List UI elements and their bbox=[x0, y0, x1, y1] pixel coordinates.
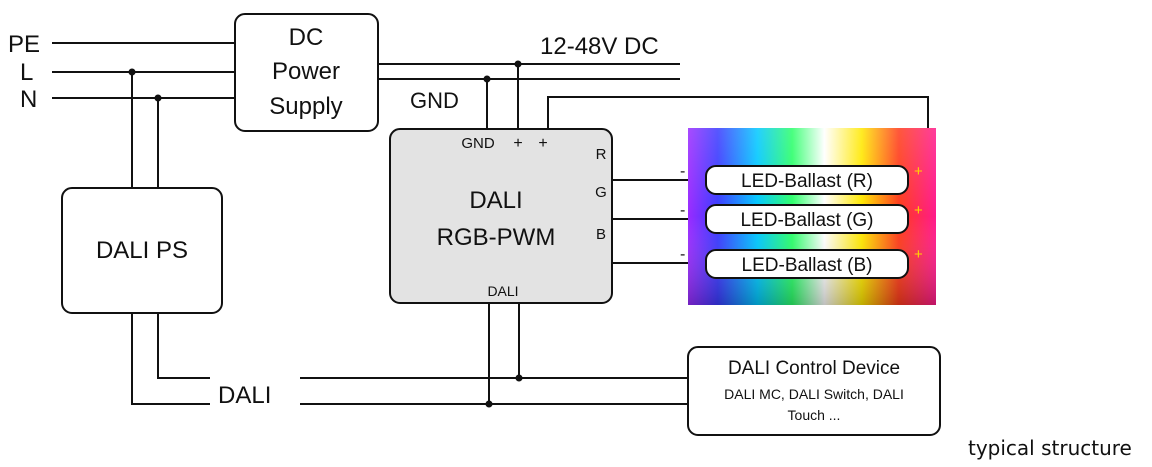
junction-dots bbox=[128, 60, 523, 408]
controller-title-line1: DALI bbox=[469, 187, 522, 214]
controller-b-terminal: B bbox=[596, 226, 606, 243]
ballast-g-plus: + bbox=[914, 202, 923, 219]
junction-dot bbox=[515, 374, 523, 382]
controller-box bbox=[389, 128, 613, 304]
control-device-line1: DALI MC, DALI Switch, DALI bbox=[724, 386, 904, 402]
junction-dot bbox=[514, 60, 522, 68]
dali-ps-label: DALI PS bbox=[96, 237, 188, 264]
controller-dali-terminal: DALI bbox=[487, 283, 518, 299]
led-ballast-r: LED-Ballast (R) - + bbox=[680, 163, 923, 195]
power-supply-line2: Power bbox=[272, 58, 340, 85]
power-supply-line1: DC bbox=[289, 24, 324, 51]
pe-label: PE bbox=[8, 31, 40, 58]
ballast-b-label: LED-Ballast (B) bbox=[742, 255, 873, 276]
power-supply-line3: Supply bbox=[269, 93, 342, 120]
controller-gnd-terminal: GND bbox=[461, 135, 495, 152]
dali-ps-box bbox=[61, 187, 223, 314]
control-device-title: DALI Control Device bbox=[728, 358, 900, 379]
controller-title-line2: RGB-PWM bbox=[437, 224, 556, 251]
l-label: L bbox=[20, 59, 33, 86]
ballast-g-minus: - bbox=[680, 202, 685, 219]
ballast-g-label: LED-Ballast (G) bbox=[740, 210, 873, 231]
controller-g-terminal: G bbox=[595, 184, 607, 201]
dc-power-supply-box bbox=[234, 13, 379, 132]
controller-plus-terminal-1: + bbox=[513, 135, 522, 152]
dali-control-device-box bbox=[687, 346, 941, 436]
ballast-r-minus: - bbox=[680, 163, 685, 180]
plus-to-led-wire bbox=[547, 96, 929, 129]
ballast-r-plus: + bbox=[914, 163, 923, 180]
ballast-b-plus: + bbox=[914, 246, 923, 263]
controller-r-terminal: R bbox=[596, 146, 607, 163]
junction-dot bbox=[485, 400, 493, 408]
dali-ps-out-b bbox=[157, 313, 210, 379]
junction-dot bbox=[483, 75, 491, 83]
gnd-label: GND bbox=[410, 88, 459, 113]
dali-bus-label: DALI bbox=[218, 382, 271, 409]
voltage-label: 12-48V DC bbox=[540, 33, 659, 60]
led-ballast-g: LED-Ballast (G) - + bbox=[680, 202, 923, 234]
dali-ps-out-a bbox=[131, 313, 210, 405]
control-device-line2: Touch ... bbox=[788, 407, 841, 423]
ballast-r-label: LED-Ballast (R) bbox=[741, 171, 873, 192]
led-ballast-b: LED-Ballast (B) - + bbox=[680, 246, 923, 279]
junction-dot bbox=[128, 68, 136, 76]
n-label: N bbox=[20, 86, 37, 113]
junction-dot bbox=[154, 94, 162, 102]
controller-plus-terminal-2: + bbox=[538, 135, 547, 152]
caption: typical structure bbox=[968, 436, 1132, 460]
ballast-b-minus: - bbox=[680, 246, 685, 263]
